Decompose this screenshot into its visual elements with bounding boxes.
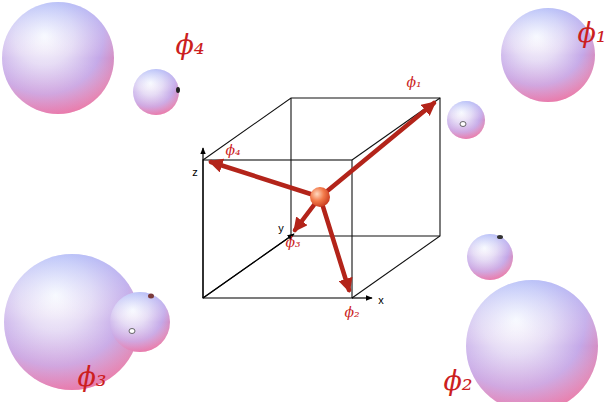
phi-label: ϕ₄ bbox=[175, 31, 204, 58]
axis-label: z bbox=[192, 167, 198, 178]
vector-label: ϕ₃ bbox=[285, 235, 300, 249]
vector-label: ϕ₁ bbox=[406, 75, 421, 89]
vector-label: ϕ₂ bbox=[344, 305, 359, 319]
vector-arrows bbox=[211, 103, 434, 290]
phi-label: ϕ₁ bbox=[577, 19, 606, 46]
sphere-pair bbox=[4, 254, 170, 390]
sphere-pair bbox=[2, 2, 180, 115]
phi-label: ϕ₃ bbox=[77, 363, 106, 390]
vector-label: ϕ₄ bbox=[225, 143, 240, 157]
axes bbox=[203, 148, 372, 298]
axis-label: x bbox=[378, 295, 384, 306]
center-sphere bbox=[310, 187, 330, 207]
axis-label: y bbox=[278, 223, 284, 234]
sphere-pair bbox=[466, 234, 598, 402]
cube bbox=[203, 98, 440, 298]
sphere-pair bbox=[447, 8, 595, 139]
phi-label: ϕ₂ bbox=[443, 367, 472, 394]
